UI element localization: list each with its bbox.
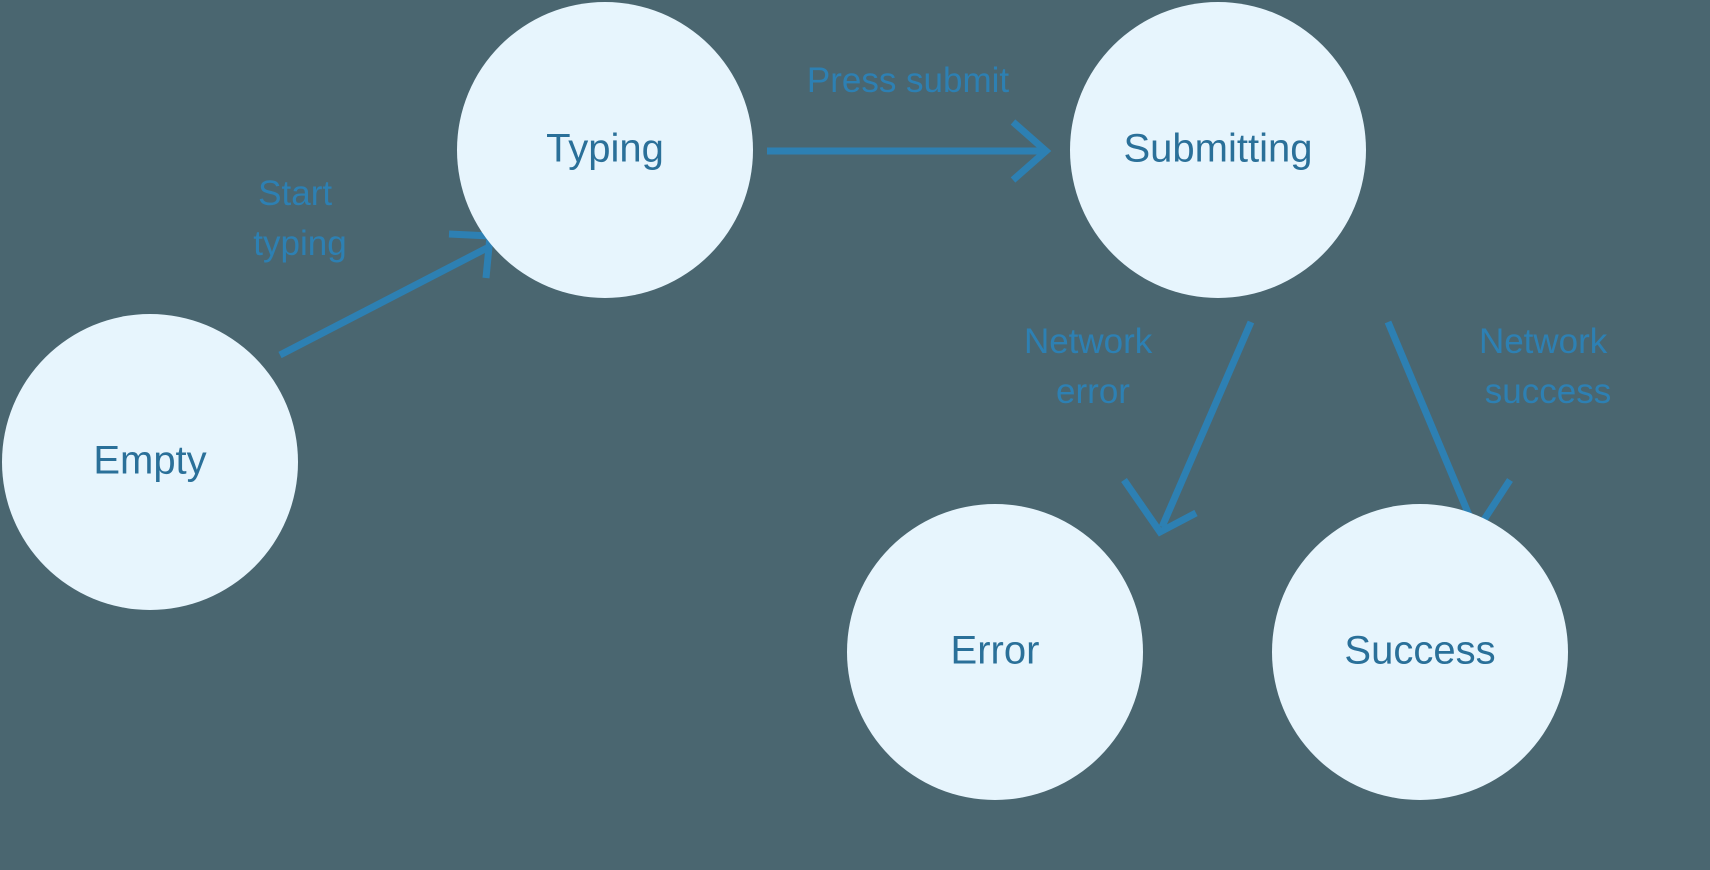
edge-label-line: typing: [253, 224, 346, 263]
node-label: Submitting: [1124, 127, 1313, 171]
node-shape[interactable]: [1070, 2, 1366, 298]
node-success[interactable]: Success: [1272, 504, 1568, 800]
edge-submitting-to-error: Network error: [1024, 320, 1255, 537]
node-error[interactable]: Error: [847, 504, 1143, 800]
edge-label-line: Network: [1479, 322, 1608, 361]
edge-label-network-error: Network error: [1024, 322, 1162, 411]
node-submitting[interactable]: Submitting: [1070, 2, 1366, 298]
node-label: Success: [1344, 629, 1495, 673]
edge-line: [1384, 320, 1478, 529]
edge-typing-to-submitting: Press submit: [767, 61, 1052, 183]
node-shape[interactable]: [1272, 504, 1568, 800]
node-shape[interactable]: [2, 314, 298, 610]
node-shape[interactable]: [457, 2, 753, 298]
edge-label-line: Press submit: [807, 61, 1010, 100]
arrowhead-icon: [1010, 119, 1052, 183]
node-typing[interactable]: Typing: [457, 2, 753, 298]
node-shape[interactable]: [847, 504, 1143, 800]
arrowhead-icon: [1121, 478, 1198, 537]
node-label: Error: [951, 629, 1040, 673]
edge-line: [1158, 320, 1255, 529]
edge-empty-to-typing: Start typing: [253, 174, 494, 359]
node-empty[interactable]: Empty: [2, 314, 298, 610]
edge-label-line: error: [1056, 372, 1130, 411]
edge-label-press-submit: Press submit: [807, 61, 1010, 100]
edge-label-line: success: [1485, 372, 1611, 411]
node-label: Typing: [546, 127, 664, 171]
edge-submitting-to-success: Network success: [1384, 320, 1617, 537]
node-label: Empty: [93, 439, 206, 483]
edge-line: [278, 244, 489, 359]
edge-label-start-typing: Start typing: [253, 174, 346, 263]
edge-label-line: Start: [258, 174, 332, 213]
edge-label-network-success: Network success: [1479, 322, 1617, 411]
edge-label-line: Network: [1024, 322, 1153, 361]
